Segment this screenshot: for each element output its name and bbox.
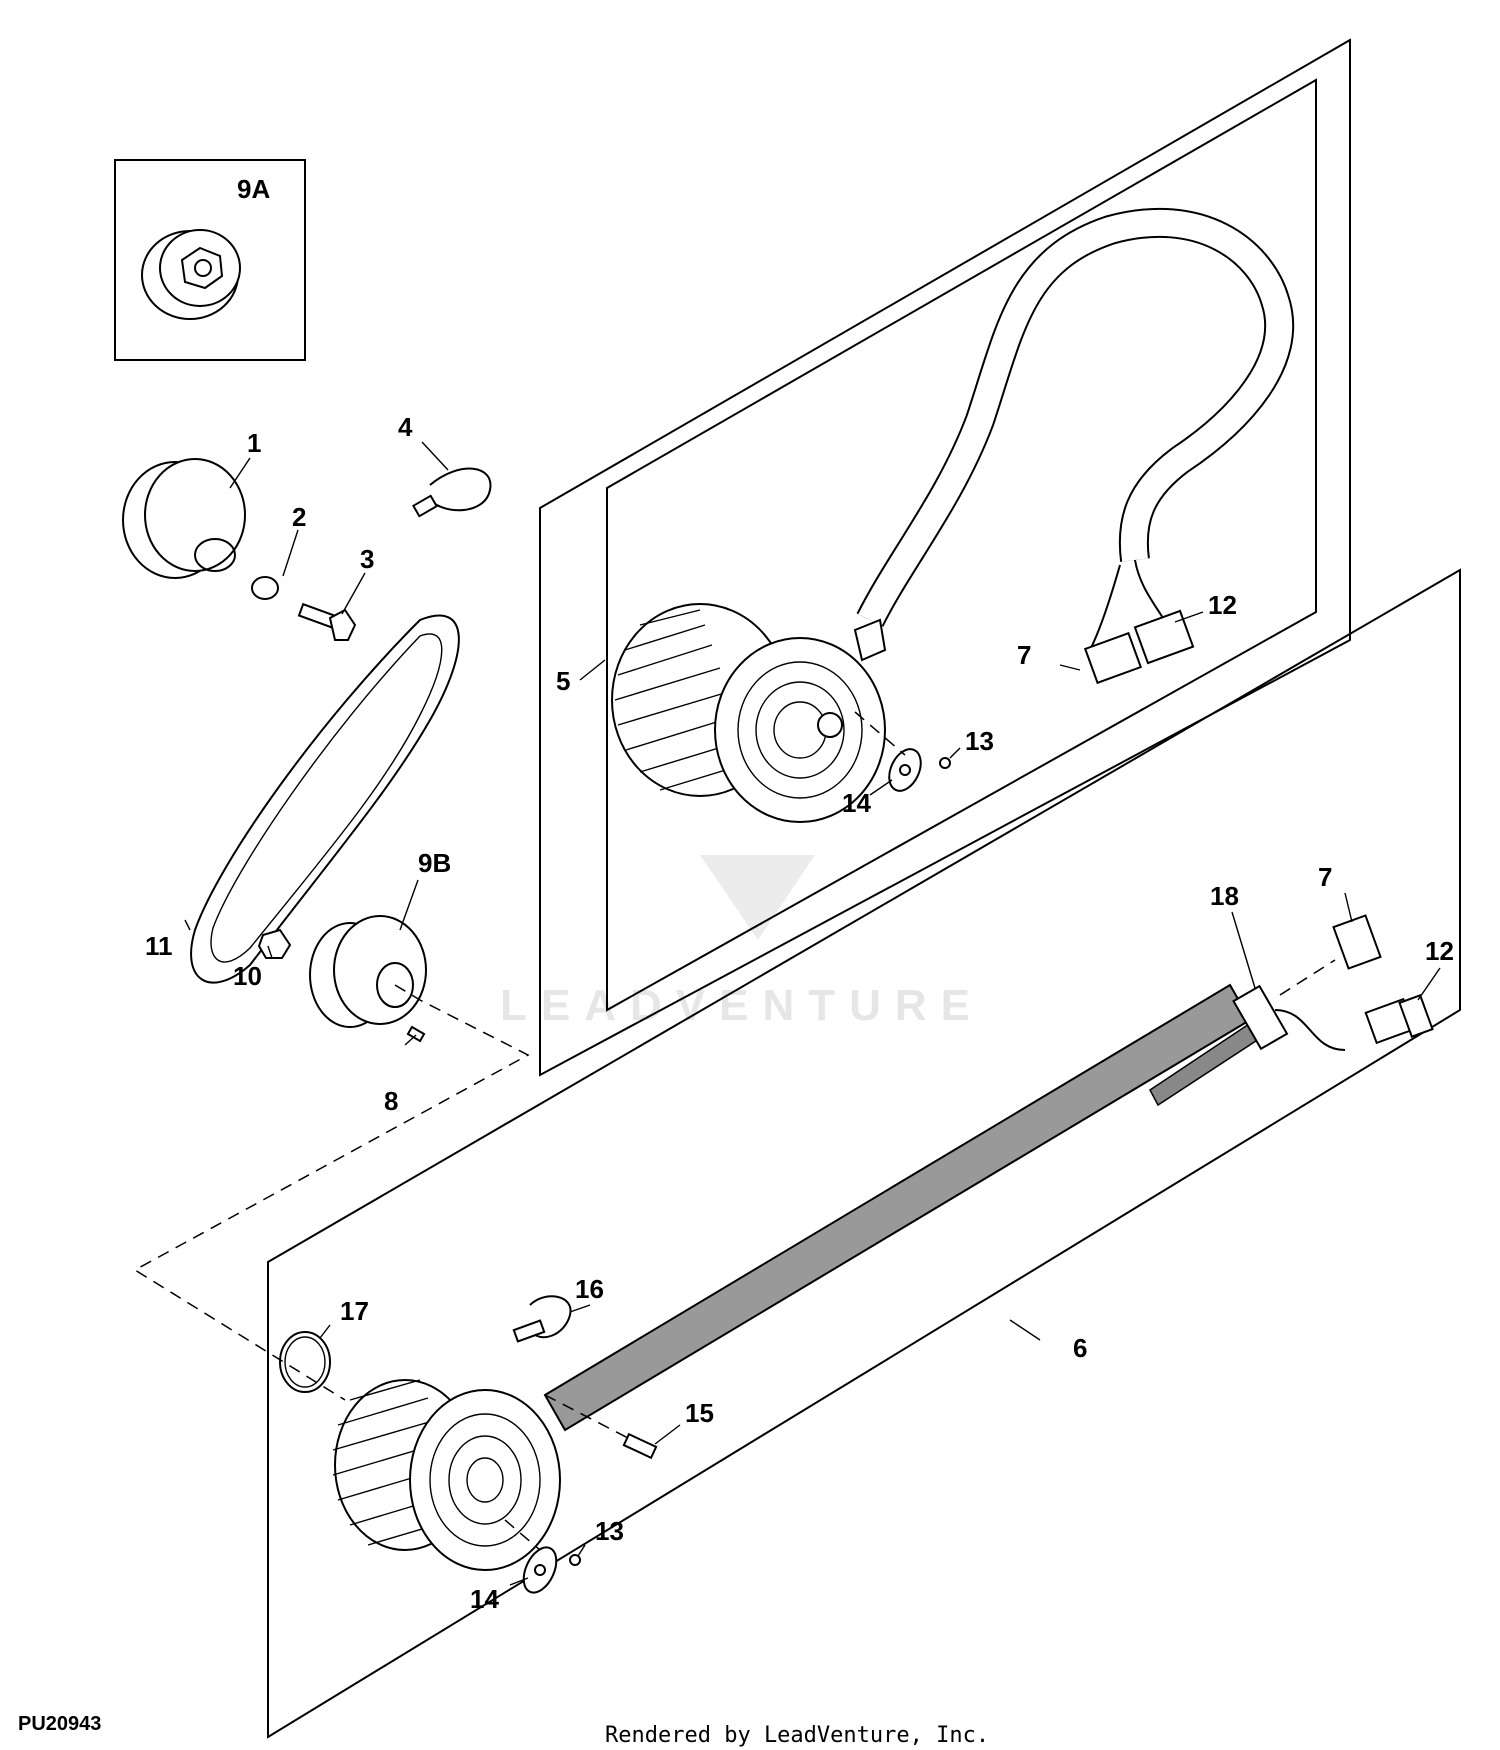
callout-8: 8 [384,1086,398,1116]
watermark-text: LEADVENTURE [500,981,984,1030]
callout-13-lower: 13 [595,1516,624,1546]
lead-wire-12 [1274,1009,1346,1051]
callout-4: 4 [398,412,413,442]
motor-6-face-ring-2 [448,1435,522,1525]
pulley-1-bore [194,538,236,572]
callout-15: 15 [685,1398,714,1428]
nut-10 [257,928,292,959]
pulley-1-rim-front [144,458,246,572]
connector-7-upper [1083,631,1143,685]
leader-lines [184,441,1441,1586]
plate-14-lower [522,1546,558,1594]
pulley-9a-nut [180,246,224,290]
connector-18 [1232,984,1289,1051]
plate-14-upper [888,748,922,792]
callout-6: 6 [1073,1333,1087,1363]
credit-text: Rendered by LeadVenture, Inc. [605,1723,989,1748]
leader-dash-7-lower [1279,959,1336,996]
connector-12-lower-cap [1398,994,1434,1038]
callout-5: 5 [556,666,570,696]
motor-6-face-ring-1 [429,1413,541,1547]
key-8 [406,1025,426,1043]
motor-assembly-5 [611,207,1295,823]
assembly-5-outer-frame [539,38,1351,1077]
leader-dash-13-upper [854,711,906,756]
cable-5-fill [858,209,1293,626]
callout-14-upper: 14 [842,788,871,818]
watermark-logo-icon [700,855,815,940]
motor-5-face-ring-2 [755,681,845,779]
callout-9b: 9B [418,848,451,878]
callout-13-upper: 13 [965,726,994,756]
assembly-5-inner-frame [606,78,1317,1012]
clip-16-tab [512,1319,546,1343]
cable-6-conduit [543,983,1252,1432]
figure-id: PU20943 [18,1713,101,1735]
motor-5-face-ring-1 [737,661,863,799]
washer-2 [251,576,279,600]
callout-18: 18 [1210,881,1239,911]
callout-12-lower: 12 [1425,936,1454,966]
callout-16: 16 [575,1274,604,1304]
callout-7-lower: 7 [1318,862,1332,892]
leader-dash-15 [544,1394,629,1439]
assembly-6-frame [267,568,1461,1739]
motor-5-face [714,637,886,823]
leader-dash-13-lower [504,1519,541,1551]
callout-labels: 9A 1 2 3 4 5 6 7 7 8 9B 10 11 12 12 13 1… [145,174,1454,1614]
pulley-1 [122,458,246,579]
leader-dash-shaft [133,984,530,1401]
motor-6-face [409,1389,561,1571]
callout-1: 1 [247,428,261,458]
callout-3: 3 [360,544,374,574]
bolt-15 [622,1432,658,1460]
screw-13-lower [569,1554,581,1566]
callout-7-upper: 7 [1017,640,1031,670]
connector-12-upper [1133,609,1195,665]
callout-10: 10 [233,961,262,991]
plate-14-lower-hole [534,1564,546,1576]
belt-11 [190,614,460,984]
motor-5-hub [817,712,843,738]
callout-9a: 9A [237,174,270,204]
bolt-3 [297,602,357,641]
inset-9a [114,159,306,361]
screw-13-upper [939,757,951,769]
pulley-9a-bore [194,259,212,277]
callout-17: 17 [340,1296,369,1326]
ring-17 [279,1331,331,1393]
callout-14-lower: 14 [470,1584,499,1614]
cable-5-branch-b [1089,564,1121,651]
motor-6-face-ring-3 [466,1457,504,1503]
watermark: LEADVENTURE [500,855,984,1030]
clamp-4 [411,467,492,518]
callout-11: 11 [145,931,173,961]
connector-7-lower [1332,914,1382,970]
plate-14-upper-hole [899,764,911,776]
motor-5-cable-gland [853,618,887,662]
motor-assembly-6 [279,914,1434,1594]
pulley-9b [309,915,427,1028]
callout-2: 2 [292,502,306,532]
inset-frame [114,159,306,361]
ring-17-inner [284,1336,326,1388]
callout-12-upper: 12 [1208,590,1237,620]
